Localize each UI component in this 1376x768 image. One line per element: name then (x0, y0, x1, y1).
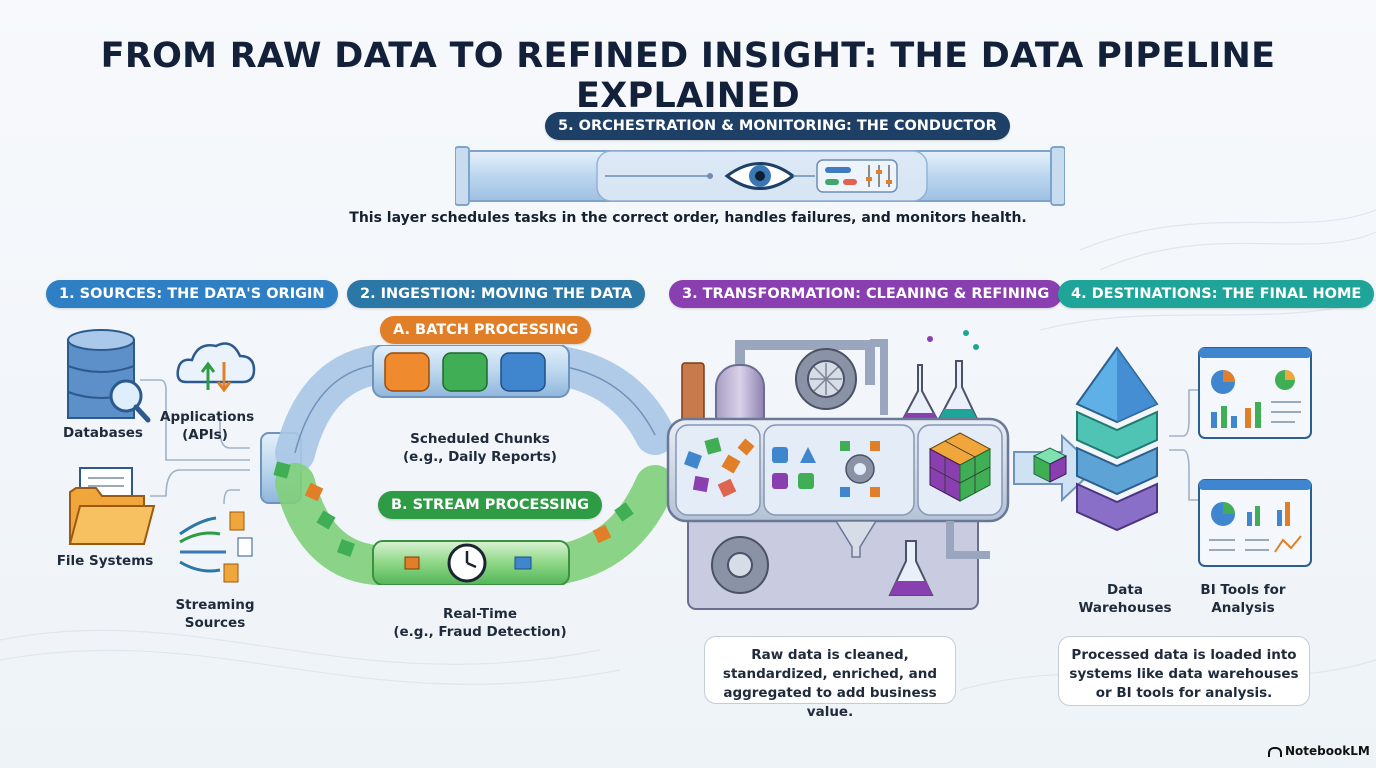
data-cube-icon (928, 432, 992, 502)
large-gear-icon (711, 536, 769, 594)
database-icon (67, 329, 151, 423)
destinations-callout: Processed data is loaded into systems li… (1058, 636, 1310, 706)
notebooklm-logo-icon (1268, 746, 1282, 757)
batch-processing-label: A. BATCH PROCESSING (380, 316, 592, 344)
eye-icon (724, 162, 796, 190)
stream-icon (179, 511, 253, 583)
small-gear-icon (845, 454, 875, 484)
source-applications: Applications(APIs) (160, 409, 255, 443)
cloud-api-icon (176, 342, 256, 393)
orchestration-label: 5. ORCHESTRATION & MONITORING: THE CONDU… (545, 112, 1010, 140)
orchestration-description: This layer schedules tasks in the correc… (349, 210, 1027, 226)
stream-processing-label: B. STREAM PROCESSING (378, 491, 603, 519)
folder-icon (68, 467, 156, 545)
sources-label: 1. SOURCES: THE DATA'S ORIGIN (46, 280, 338, 308)
source-databases: Databases (63, 425, 143, 441)
sources-graphic (67, 329, 256, 583)
notebooklm-branding: NotebookLM (1268, 744, 1370, 758)
transformation-label: 3. TRANSFORMATION: CLEANING & REFINING (669, 280, 1063, 308)
ingestion-pipes (260, 345, 675, 585)
destinations-graphic (1075, 346, 1312, 567)
page-title: FROM RAW DATA TO REFINED INSIGHT: THE DA… (100, 36, 1276, 116)
ingestion-label: 2. INGESTION: MOVING THE DATA (347, 280, 646, 308)
gear-icon (795, 348, 857, 410)
source-file-systems: File Systems (56, 553, 154, 569)
control-panel-icon (816, 159, 898, 193)
analytics-panel-icon (1198, 479, 1312, 567)
flask-icon (900, 330, 980, 422)
output-arrow (1013, 433, 1098, 503)
destinations-label: 4. DESTINATIONS: THE FINAL HOME (1058, 280, 1375, 308)
transformation-callout: Raw data is cleaned, standardized, enric… (704, 636, 956, 720)
orchestration-pipe (455, 146, 1065, 206)
stream-description: Real-Time(e.g., Fraud Detection) (393, 606, 567, 640)
dashboard-icon (1198, 347, 1312, 439)
warehouse-icon (1075, 346, 1159, 532)
transformation-machine (666, 330, 1010, 610)
batch-description: Scheduled Chunks(e.g., Daily Reports) (403, 431, 557, 465)
clock-icon (447, 543, 487, 583)
